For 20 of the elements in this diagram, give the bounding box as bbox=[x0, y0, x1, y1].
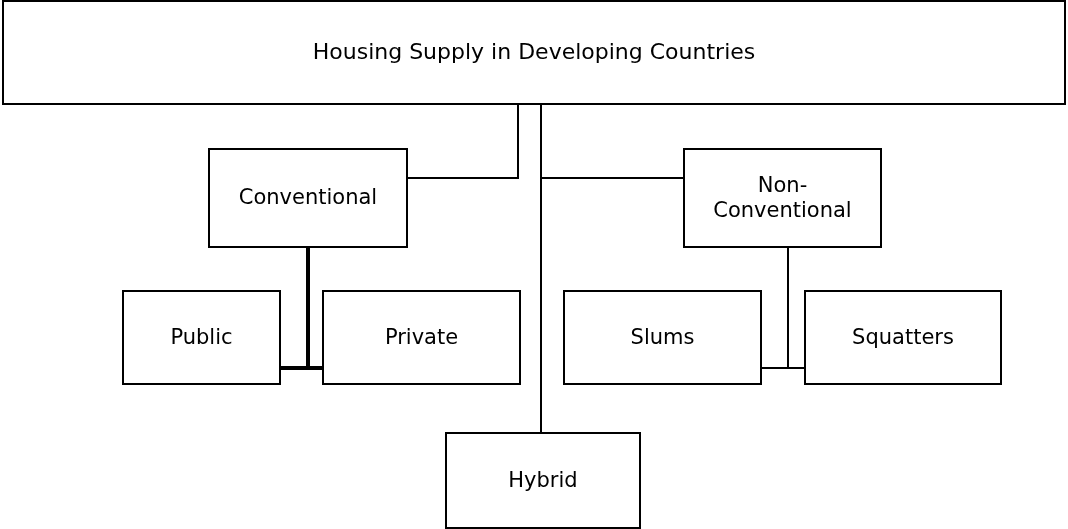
box-label: Conventional bbox=[238, 185, 378, 211]
box-label: Squatters bbox=[852, 324, 954, 351]
category-box bbox=[563, 290, 762, 385]
connector-line bbox=[540, 104, 542, 433]
box-label: Private bbox=[384, 324, 459, 351]
category-box bbox=[122, 290, 281, 385]
category-box bbox=[445, 432, 641, 529]
box-label: Hybrid bbox=[508, 467, 578, 494]
category-box bbox=[208, 148, 408, 248]
connector-line bbox=[306, 248, 322, 370]
box-label: Non-Conventional bbox=[712, 172, 853, 224]
connector-line bbox=[787, 247, 805, 369]
category-box bbox=[322, 290, 521, 385]
category-box bbox=[683, 148, 882, 248]
connector-line bbox=[407, 104, 519, 179]
box-label: Slums bbox=[630, 324, 695, 351]
box-label: Housing Supply in Developing Countries bbox=[312, 39, 756, 66]
category-box bbox=[804, 290, 1002, 385]
category-box bbox=[2, 0, 1066, 105]
box-label: Public bbox=[170, 324, 233, 351]
